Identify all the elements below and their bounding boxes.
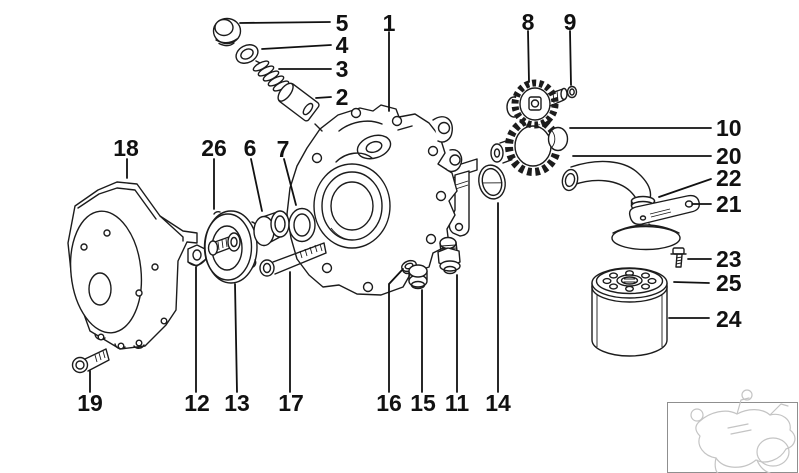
callout-15: 15 (410, 390, 436, 416)
leader-2 (315, 96, 332, 99)
leader-16 (388, 268, 404, 393)
callout-22: 22 (716, 165, 742, 191)
part-washer-9 (566, 85, 578, 99)
part-bolt-19 (71, 348, 110, 374)
part-oil-filter (591, 267, 668, 357)
callout-1: 1 (383, 10, 396, 36)
part-seal-ring-7 (288, 207, 316, 243)
leader-lines (89, 21, 712, 393)
leader-9 (569, 30, 572, 86)
part-spring-3 (252, 60, 290, 92)
callout-26: 26 (201, 135, 227, 161)
suction-bell (611, 225, 681, 251)
callout-17: 17 (278, 390, 304, 416)
leader-5 (239, 21, 331, 24)
leader-22 (658, 178, 712, 198)
part-sealing-washer-4 (235, 44, 259, 64)
leader-7 (283, 158, 297, 206)
callout-8: 8 (522, 9, 535, 35)
part-rotor-13 (203, 210, 258, 284)
callout-7: 7 (277, 136, 290, 162)
part-oil-pickup-pipe (561, 160, 701, 251)
leader-8 (527, 30, 530, 83)
motorcycle-thumbnail (667, 389, 798, 473)
callout-5: 5 (336, 10, 349, 36)
callout-20: 20 (716, 143, 742, 169)
leader-6 (250, 158, 263, 212)
callout-24: 24 (716, 306, 742, 332)
part-bolt-17 (259, 242, 327, 277)
callout-3: 3 (336, 56, 349, 82)
part-gear-large-10 (490, 116, 569, 176)
callout-10: 10 (716, 115, 742, 141)
leader-25 (673, 281, 710, 284)
part-screw-plug-5 (212, 17, 242, 47)
part-oring-14 (478, 164, 506, 200)
callout-18: 18 (113, 135, 139, 161)
part-pressure-switch-11 (437, 236, 461, 275)
part-gear-small-8 (506, 79, 568, 129)
callout-23: 23 (716, 246, 742, 272)
callout-16: 16 (376, 390, 402, 416)
part-screw-23 (670, 247, 687, 268)
part-plug-15 (408, 264, 428, 290)
part-bushing-6 (253, 210, 290, 247)
leader-4 (261, 44, 332, 50)
part-front-cover-18 (67, 181, 198, 350)
callout-21: 21 (716, 191, 742, 217)
part-nut-12 (187, 244, 207, 267)
part-pump-housing (286, 104, 463, 296)
callout-11: 11 (445, 390, 470, 416)
callout-13: 13 (224, 390, 250, 416)
callout-4: 4 (336, 32, 349, 58)
callout-6: 6 (244, 135, 257, 161)
callout-2: 2 (336, 84, 349, 110)
callout-9: 9 (564, 9, 577, 35)
part-piston-2 (277, 82, 323, 132)
callout-25: 25 (716, 270, 742, 296)
callout-14: 14 (485, 390, 511, 416)
callout-labels: 5 4 3 2 1 8 9 18 26 6 7 10 20 22 21 23 2… (77, 9, 742, 416)
callout-12: 12 (184, 390, 210, 416)
leader-13 (234, 283, 238, 393)
callout-19: 19 (77, 390, 103, 416)
thumbnail-border (667, 402, 798, 473)
